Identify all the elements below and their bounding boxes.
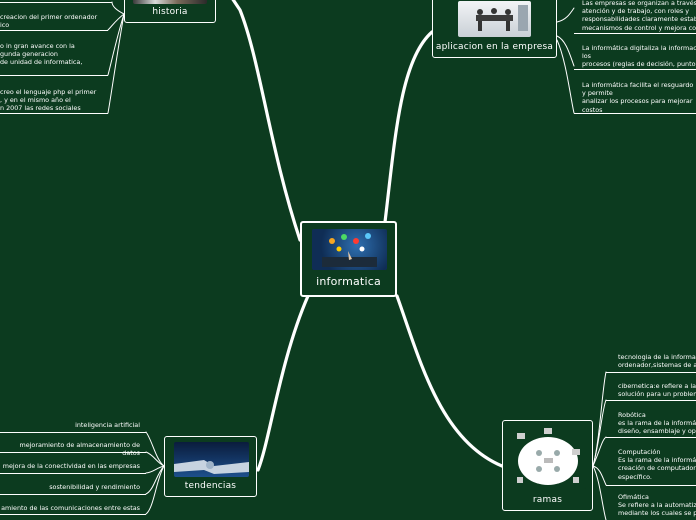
leaf-underline [574,113,696,114]
leaf-tendencias-4: sostenibilidad y rendimiento [49,483,140,491]
leaf-underline [574,69,696,70]
leaf-tendencias-3: mejora de la conectividad en las empresa… [2,462,140,470]
leaf-underline [0,75,108,76]
node-historia[interactable]: historia [124,0,216,23]
leaf-historia-3: creo el lenguaje php el primer , y en el… [0,88,97,113]
leaf-underline [0,113,108,114]
leaf-underline [574,33,696,34]
leaf-ramas-4: Computación Es la rama de la informá cre… [618,448,696,481]
leaf-historia-2: o in gran avance con la gunda generacion… [0,42,83,67]
leaf-underline [0,494,146,495]
leaf-tendencias-2: mejoramiento de almacenamiento de datos [19,441,141,458]
leaf-underline [606,485,696,486]
laptop-apps-image [312,229,387,270]
node-central-title: informatica [316,275,381,288]
leaf-underline [606,400,696,401]
leaf-underline [0,473,146,474]
leaf-historia-1: creacion del primer ordenador ico [0,13,98,30]
leaf-underline [606,437,696,438]
historic-computer-image [133,0,207,4]
branch-line-tendencias [256,294,310,472]
robot-handshake-image [174,442,249,477]
leaf-empresa-1: Las empresas se organizan a través atenc… [582,0,696,32]
leaf-underline [0,514,146,515]
branch-line-ramas [395,294,504,468]
node-historia-title: historia [152,7,188,17]
leaf-empresa-2: La informática digitaliza la informac lo… [582,44,696,69]
office-meeting-image [458,1,531,37]
node-tendencias-title: tendencias [184,481,237,491]
leaf-tendencias-1: inteligencia artificial [75,421,140,429]
leaf-underline [0,2,112,3]
leaf-ramas-2: cibernetica:e refiere a la solución para… [618,382,696,399]
branch-line-empresa [383,30,434,224]
leaf-ramas-3: Robótica es la rama de la informá diseño… [618,411,696,436]
leaf-empresa-3: La informática facilita el resguardo y p… [582,81,694,114]
leaf-underline [0,30,108,31]
node-tendencias[interactable]: tendencias [164,436,257,497]
informatics-branches-diagram-image [511,427,586,489]
leaf-underline [606,372,696,373]
node-ramas-title: ramas [532,495,563,505]
node-central[interactable]: informatica [300,221,397,297]
branch-line-historia [231,0,302,242]
leaf-ramas-5: Ofimática Se refiere a la automatiz medi… [618,493,696,518]
node-empresa[interactable]: aplicacion en la empresa [432,0,557,58]
leaf-tendencias-5: amiento de las comunicaciones entre esta… [1,504,140,512]
node-empresa-title: aplicacion en la empresa [435,42,554,52]
leaf-ramas-1: tecnologia de la informa ordenador,siste… [618,353,696,370]
leaf-underline [0,432,146,433]
leaf-underline [0,452,146,453]
node-ramas[interactable]: ramas [502,420,593,511]
